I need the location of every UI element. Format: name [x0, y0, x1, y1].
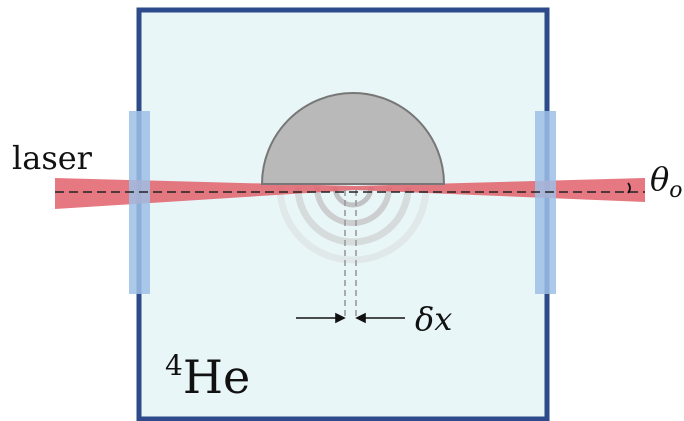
laser-beam: [55, 178, 645, 209]
hemisphere: [260, 92, 446, 185]
delta-x-arrows: [296, 312, 405, 324]
helium-symbol: He: [183, 350, 250, 404]
helium-label: 4He: [165, 349, 250, 404]
theta-label: θo: [650, 160, 683, 203]
theta-symbol: θ: [650, 160, 669, 198]
helium-mass-number: 4: [165, 349, 183, 382]
laser-label: laser: [12, 139, 93, 177]
surface-ripples: [276, 187, 430, 264]
left-window: [129, 111, 150, 294]
displacement-guides: [344, 190, 357, 320]
angle-arc: [627, 182, 631, 194]
delta-x-label: δx: [415, 300, 452, 338]
right-window: [535, 111, 556, 294]
helium-cell: [136, 7, 550, 421]
theta-subscript: o: [669, 178, 682, 203]
